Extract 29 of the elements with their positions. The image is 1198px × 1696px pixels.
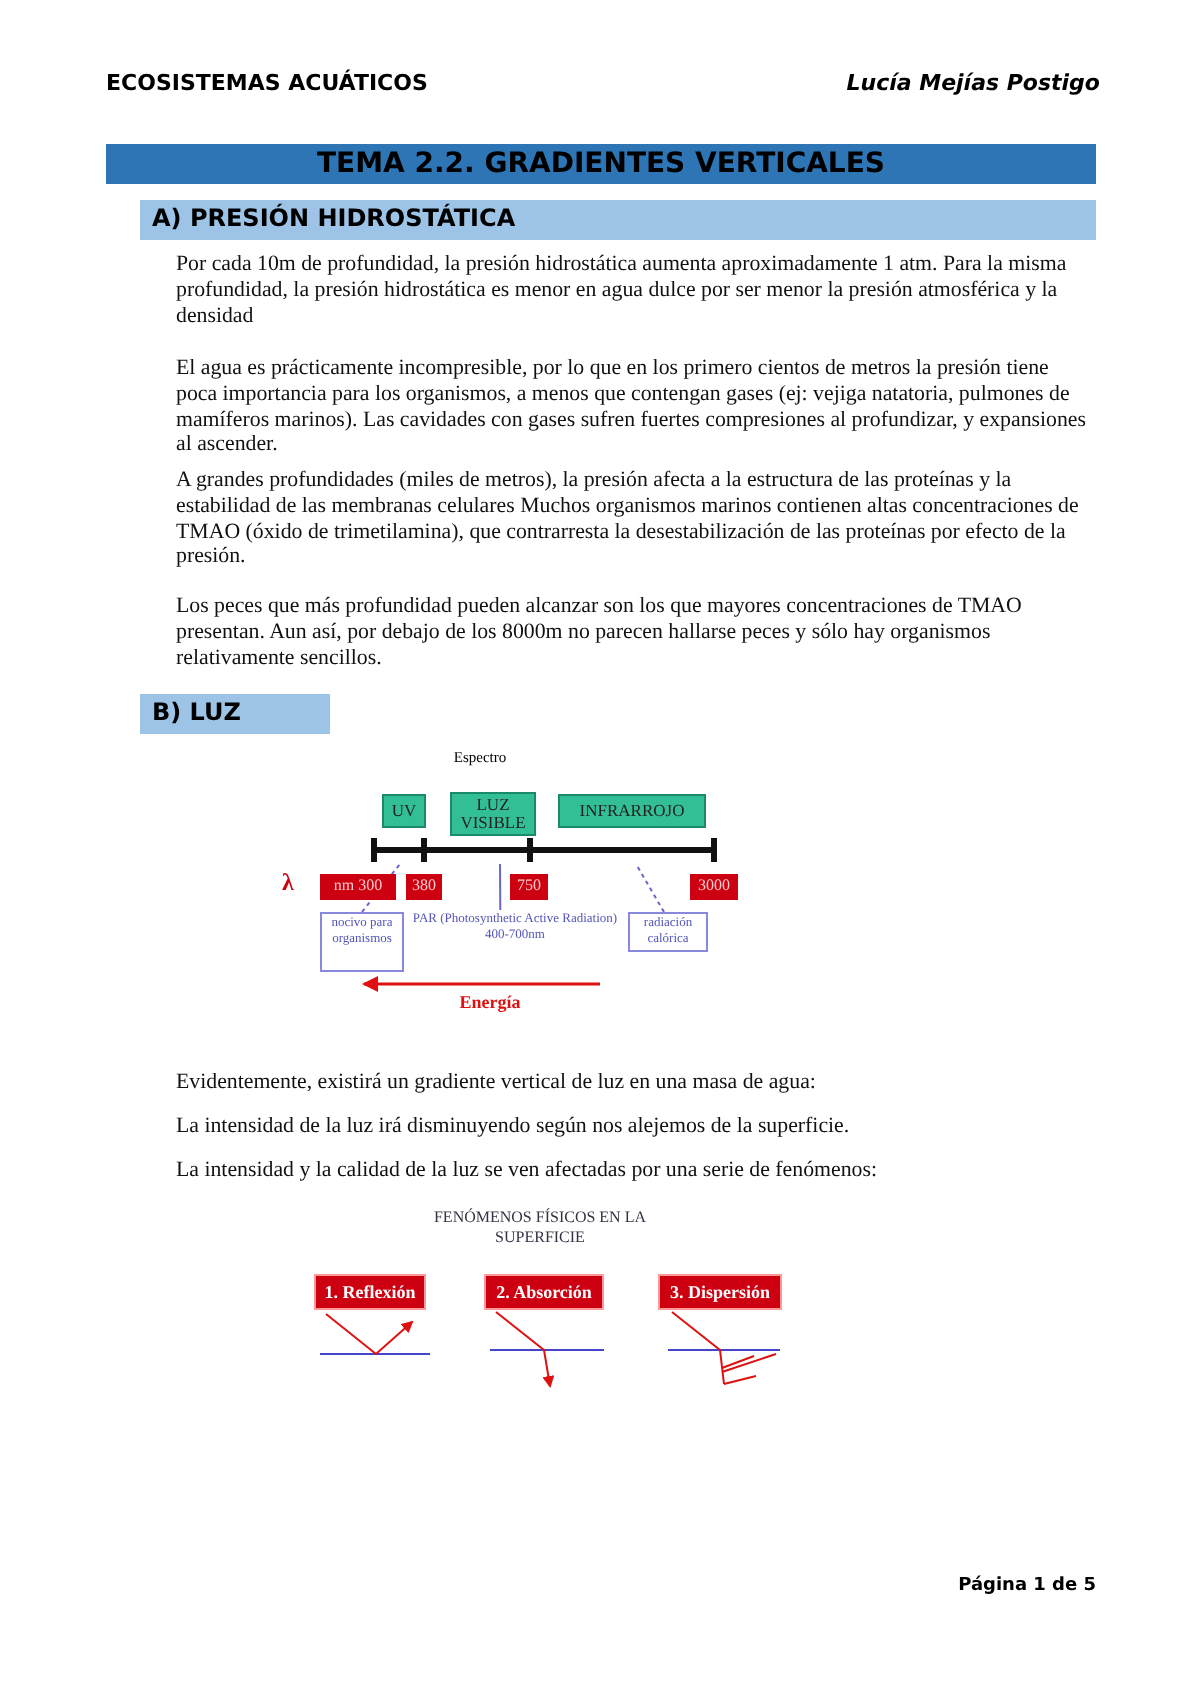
section-heading: A) PRESIÓN HIDROSTÁTICA bbox=[140, 200, 1096, 240]
paragraph: A grandes profundidades (miles de metros), la presión afecta a la estructura de las proteínas y la estabilidad de las membranas celulares Muchos organismos marinos contienen altas concentraciones de TMAO (óxido de trimetilamina), que contrarresta la desestabilización de las proteínas por efecto de la presión. bbox=[176, 468, 1081, 571]
sentence: La intensidad de la luz irá disminuyendo según nos alejemos de la superficie. bbox=[176, 1114, 852, 1142]
sentence: Evidentemente, existirá un gradiente vertical de luz en una masa de agua: bbox=[176, 1070, 818, 1098]
phenomenon-label: 3. Dispersión bbox=[658, 1274, 782, 1310]
title-band: TEMA 2.2. GRADIENTES VERTICALES bbox=[106, 144, 1096, 184]
spectrum-band: INFRARROJO bbox=[558, 794, 706, 828]
phenomenon-label: 2. Absorción bbox=[484, 1274, 604, 1310]
author-name: Lucía Mejías Postigo bbox=[844, 70, 1100, 100]
spectrum-band: UV bbox=[382, 794, 426, 828]
wavelength-marker: 750 bbox=[510, 874, 548, 900]
header-text: ECOSISTEMAS ACUÁTICOS bbox=[106, 70, 430, 100]
wavelength-marker: 380 bbox=[406, 874, 442, 900]
wavelength-symbol: λ bbox=[282, 868, 296, 900]
spectrum-band: LUZ VISIBLE bbox=[450, 792, 536, 836]
heading-text: FENÓMENOS FÍSICOS EN LA SUPERFICIE bbox=[431, 1208, 648, 1250]
paragraph: El agua es prácticamente incompresible, por lo que en los primero cientos de metros la presión tiene poca importancia para los organismos, a menos que contengan gases (ej: vejiga natatoria, pulmones de mamíferos marinos). Las cavidades con gases sufren fuertes compresiones al profundizar, y expansiones al ascender. bbox=[176, 356, 1086, 459]
paragraph: Los peces que más profundidad pueden alcanzar son los que mayores concentraciones de TMAO presentan. Aun así, por debajo de los 8000m no parecen hallarse peces y sólo hay organismos relativamente sencillos. bbox=[176, 594, 1024, 671]
page-number: Página 1 de 5 bbox=[956, 1576, 1096, 1600]
leader-line bbox=[499, 863, 502, 911]
paragraph: Por cada 10m de profundidad, la presión hidrostática aumenta aproximadamente 1 atm. Para la misma profundidad, la presión hidrostática es menor en agua dulce por ser menor la presión atmosférica y la densidad bbox=[176, 252, 1069, 329]
sentence: La intensidad y la calidad de la luz se ven afectadas por una serie de fenómenos: bbox=[176, 1158, 879, 1186]
section-heading: B) LUZ bbox=[140, 694, 330, 734]
wavelength-marker: 3000 bbox=[690, 874, 738, 900]
energy-label: Energía bbox=[457, 992, 523, 1016]
phenomenon-label: 1. Reflexión bbox=[314, 1274, 426, 1310]
leader-line bbox=[635, 863, 665, 913]
scale-bar bbox=[371, 835, 717, 865]
wavelength-marker: nm 300 bbox=[320, 874, 396, 900]
